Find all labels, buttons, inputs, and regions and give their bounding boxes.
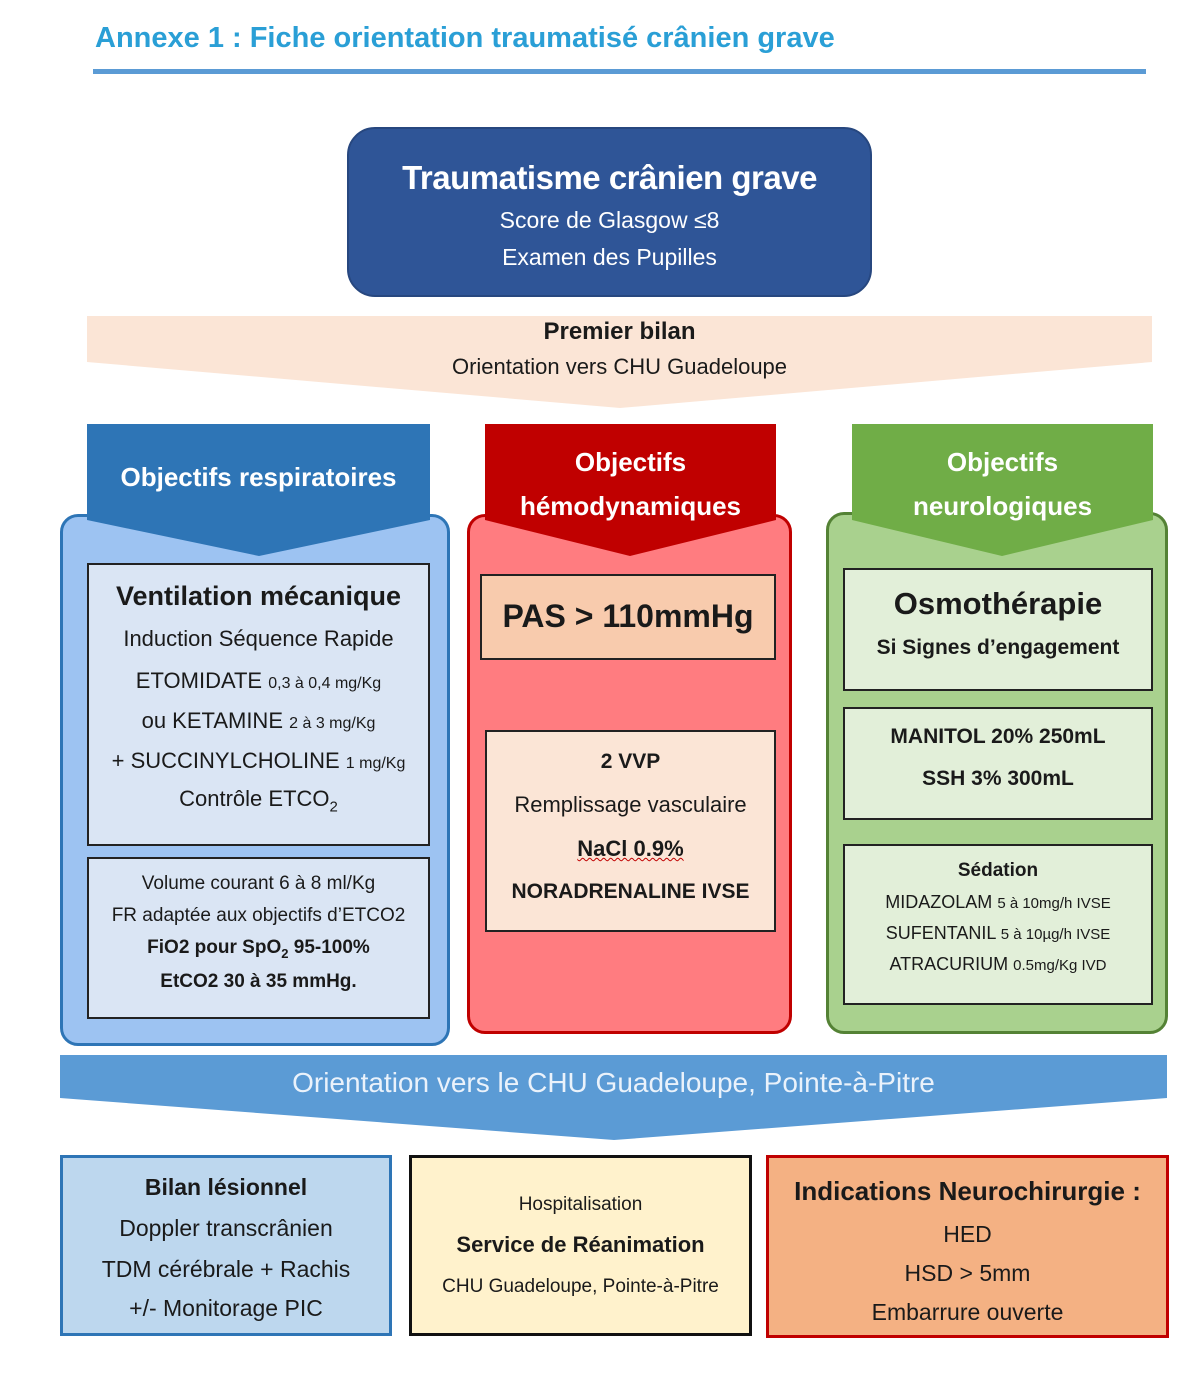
orientation-arrow <box>60 1055 1167 1140</box>
premier-bilan-subtitle: Orientation vers CHU Guadeloupe <box>451 354 788 379</box>
ventilation-settings-box: Volume courant 6 à 8 ml/Kg FR adaptée au… <box>87 857 430 1019</box>
nacl-text: NaCl 0.9% <box>577 836 684 861</box>
vascular-filling-text: Remplissage vasculaire <box>514 792 747 817</box>
midazolam-dose: 5 à 10mg/h IVSE <box>997 895 1111 912</box>
pas-target-text: PAS > 110mmHg <box>502 598 754 634</box>
sedation-title: Sédation <box>957 860 1039 881</box>
ketamine-line: ou KETAMINE 2 à 3 mg/Kg <box>89 708 428 734</box>
sufentanil-drug: SUFENTANIL <box>885 923 996 943</box>
ct-scan-text: TDM cérébrale + Rachis <box>101 1256 351 1282</box>
sufentanil-line: SUFENTANIL 5 à 10µg/h IVSE <box>845 923 1151 944</box>
mechanical-ventilation-box: Ventilation mécanique Induction Séquence… <box>87 563 430 846</box>
severe-head-trauma-box: Traumatisme crânien grave Score de Glasg… <box>347 127 872 297</box>
header-chevrons-overlay <box>87 424 1153 556</box>
tidal-volume-text: Volume courant 6 à 8 ml/Kg <box>141 873 376 894</box>
etco2-control-line: Contrôle ETCO2 <box>89 786 428 815</box>
lesion-assessment-title: Bilan lésionnel <box>144 1174 308 1200</box>
midazolam-line: MIDAZOLAM 5 à 10mg/h IVSE <box>845 892 1151 913</box>
rapid-sequence-text: Induction Séquence Rapide <box>123 626 394 651</box>
premier-bilan-arrow <box>87 316 1152 408</box>
hospitalisation-box: Hospitalisation Service de Réanimation C… <box>409 1155 752 1336</box>
lesion-assessment-box: Bilan lésionnel Doppler transcrânien TDM… <box>60 1155 392 1336</box>
neurological-header-line1: Objectifs <box>946 447 1059 477</box>
etomidate-drug: ETOMIDATE <box>135 668 263 693</box>
neurological-header-chevron-top <box>852 424 1153 556</box>
orientation-text: Orientation vers le CHU Guadeloupe, Poin… <box>292 1067 935 1098</box>
nacl-line: NaCl 0.9% <box>487 836 774 862</box>
ketamine-dose: 2 à 3 mg/Kg <box>289 715 376 732</box>
icp-monitoring-text: +/- Monitorage PIC <box>129 1295 323 1321</box>
sufentanil-dose: 5 à 10µg/h IVSE <box>1000 926 1111 943</box>
hospitalisation-label: Hospitalisation <box>518 1194 643 1215</box>
hemodynamic-header-line2: hémodynamiques <box>519 491 742 521</box>
etomidate-line: ETOMIDATE 0,3 à 0,4 mg/Kg <box>89 668 428 694</box>
midazolam-drug: MIDAZOLAM <box>885 892 993 912</box>
icu-service-text: Service de Réanimation <box>456 1232 705 1257</box>
ventilation-title: Ventilation mécanique <box>115 581 402 611</box>
osmotic-agents-box: MANITOL 20% 250mL SSH 3% 300mL <box>843 707 1153 820</box>
atracurium-line: ATRACURIUM 0.5mg/Kg IVD <box>845 954 1151 975</box>
pas-target-box: PAS > 110mmHg <box>480 574 776 660</box>
fio2-target: 95-100% <box>288 937 370 958</box>
spo2-subscript: 2 <box>281 945 289 961</box>
respiratory-header-chevron-top <box>87 424 430 556</box>
vascular-filling-box: 2 VVP Remplissage vasculaire NaCl 0.9% N… <box>485 730 776 932</box>
respiratory-rate-text: FR adaptée aux objectifs d’ETCO2 <box>111 905 406 926</box>
hed-text: HED <box>943 1221 992 1247</box>
fio2-line: FiO2 pour SpO2 95-100% <box>89 937 428 961</box>
hsd-text: HSD > 5mm <box>904 1260 1031 1286</box>
atracurium-drug: ATRACURIUM <box>889 954 1009 974</box>
doppler-text: Doppler transcrânien <box>119 1215 333 1241</box>
ssh-text: SSH 3% 300mL <box>922 767 1074 790</box>
succinylcholine-drug: + SUCCINYLCHOLINE <box>111 748 340 773</box>
hemodynamic-header-line1: Objectifs <box>574 447 687 477</box>
hemodynamic-header: Objectifs hémodynamiques <box>485 440 776 528</box>
hemodynamic-header-chevron-top <box>485 424 776 556</box>
ketamine-drug: ou KETAMINE <box>141 708 283 733</box>
succinylcholine-line: + SUCCINYLCHOLINE 1 mg/Kg <box>89 748 428 774</box>
fio2-text: FiO2 pour SpO <box>147 937 282 958</box>
engagement-signs-text: Si Signes d’engagement <box>876 636 1120 659</box>
atracurium-dose: 0.5mg/Kg IVD <box>1013 957 1107 974</box>
etco2-target-text: EtCO2 30 à 35 mmHg. <box>160 970 357 992</box>
premier-bilan-label: Premier bilan Orientation vers CHU Guade… <box>87 318 1152 380</box>
vvp-text: 2 VVP <box>600 750 661 773</box>
neurosurgery-title: Indications Neurochirurgie : <box>794 1176 1141 1206</box>
neurological-header-line2: neurologiques <box>912 491 1093 521</box>
open-fracture-text: Embarrure ouverte <box>871 1299 1064 1325</box>
respiratory-header: Objectifs respiratoires <box>120 462 397 492</box>
page-title: Annexe 1 : Fiche orientation traumatisé … <box>95 22 835 54</box>
neurological-header: Objectifs neurologiques <box>852 440 1153 528</box>
etco2-control-text: Contrôle ETCO <box>179 786 330 811</box>
etco2-control-subscript: 2 <box>329 798 338 816</box>
pupil-exam-text: Examen des Pupilles <box>502 244 717 270</box>
succinylcholine-dose: 1 mg/Kg <box>345 755 406 772</box>
top-box-title: Traumatisme crânien grave <box>402 159 817 196</box>
title-underline <box>93 69 1146 74</box>
chu-location-text: CHU Guadeloupe, Pointe-à-Pitre <box>442 1276 719 1297</box>
neurosurgery-indications-box: Indications Neurochirurgie : HED HSD > 5… <box>766 1155 1169 1338</box>
premier-bilan-title: Premier bilan <box>543 318 696 345</box>
etomidate-dose: 0,3 à 0,4 mg/Kg <box>268 675 382 692</box>
manitol-text: MANITOL 20% 250mL <box>890 725 1106 748</box>
noradrenaline-text: NORADRENALINE IVSE <box>511 880 750 903</box>
osmotherapy-title: Osmothérapie <box>893 586 1103 621</box>
osmotherapy-box: Osmothérapie Si Signes d’engagement <box>843 568 1153 691</box>
sedation-box: Sédation MIDAZOLAM 5 à 10mg/h IVSE SUFEN… <box>843 844 1153 1005</box>
glasgow-score-text: Score de Glasgow ≤8 <box>499 207 720 233</box>
